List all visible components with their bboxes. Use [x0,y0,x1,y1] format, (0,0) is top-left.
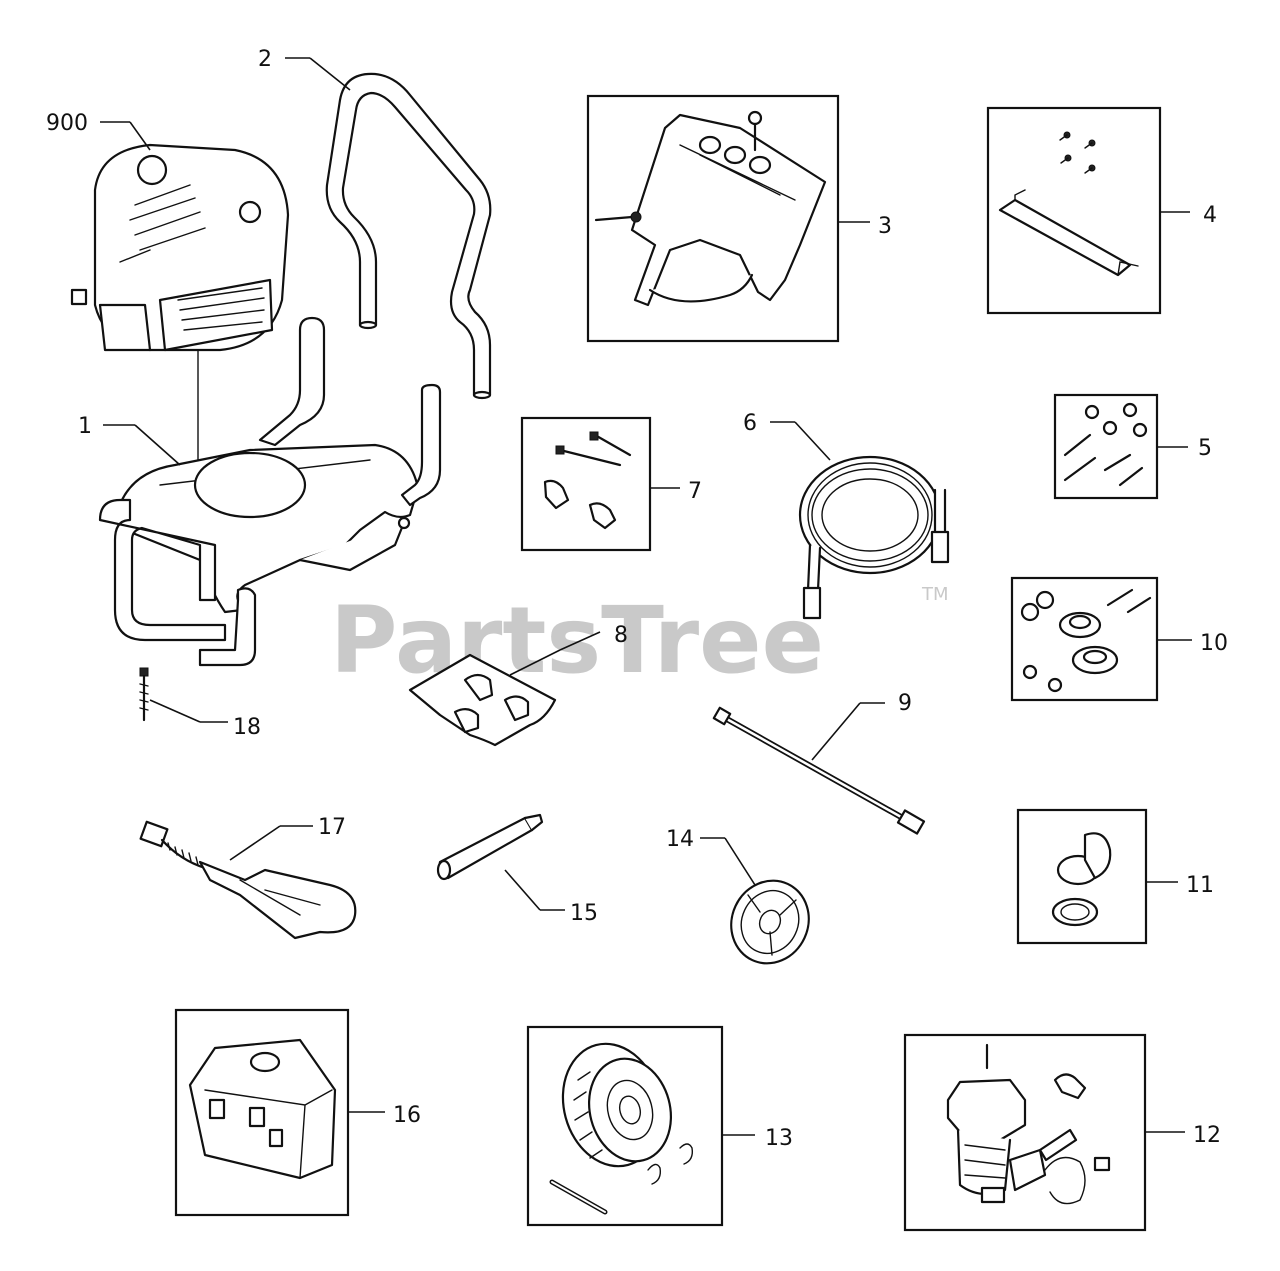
callout-16[interactable]: 16 [393,1103,421,1128]
part-11-cap[interactable] [1051,832,1112,927]
leader-17b [229,825,281,861]
leader-1b [134,424,181,466]
box-10 [1010,576,1159,702]
callout-4[interactable]: 4 [1203,203,1217,228]
part-9-wand[interactable] [712,706,926,835]
leader-14b [724,837,756,886]
leader-900b [129,121,151,151]
part-14-hubcap[interactable] [718,868,822,976]
watermark-tm: TM [921,584,949,605]
leader-9b [811,702,861,761]
part-4-hook[interactable] [998,131,1139,277]
part-13-wheel[interactable] [549,1033,694,1215]
callout-8[interactable]: 8 [614,623,628,648]
part-15-extension[interactable] [436,813,544,881]
box-5 [1053,393,1159,500]
part-10-bearings[interactable] [1020,588,1152,693]
leader-15 [504,869,541,911]
callout-12[interactable]: 12 [1193,1123,1221,1148]
callout-18[interactable]: 18 [233,715,261,740]
leader-18 [149,699,201,723]
watermark-text: PartsTree [330,587,824,694]
callout-9[interactable]: 9 [898,691,912,716]
callout-17[interactable]: 17 [318,815,346,840]
part-1-frame[interactable] [98,316,442,667]
callout-5[interactable]: 5 [1198,436,1212,461]
callout-1[interactable]: 1 [78,414,92,439]
callout-900[interactable]: 900 [46,111,88,136]
callout-6[interactable]: 6 [743,411,757,436]
part-12-pump[interactable] [946,1043,1111,1205]
leader-8 [559,631,601,651]
callout-2[interactable]: 2 [258,47,272,72]
callout-10[interactable]: 10 [1200,631,1228,656]
part-18-screw[interactable] [139,667,149,722]
callout-7[interactable]: 7 [688,479,702,504]
box-12 [903,1033,1147,1232]
callout-14[interactable]: 14 [666,827,694,852]
box-4 [986,106,1162,315]
part-17-gun[interactable] [139,820,357,940]
part-3-bracket[interactable] [594,110,827,307]
leader-2b [309,57,351,91]
callout-15[interactable]: 15 [570,901,598,926]
part-6-hose[interactable] [798,455,950,620]
part-2-handle[interactable] [325,72,492,400]
callout-11[interactable]: 11 [1186,873,1214,898]
part-8-nozzle-bag[interactable] [408,653,557,747]
part-7-hardware[interactable] [543,431,632,530]
leader-8b [509,649,561,676]
leader-6b [794,421,831,461]
box-7 [520,416,652,552]
part-5-hardware[interactable] [1063,402,1148,487]
callout-3[interactable]: 3 [878,214,892,239]
box-3 [586,94,840,343]
part-900-engine[interactable] [70,143,290,481]
part-16-tank[interactable] [188,1038,337,1180]
watermark: PartsTree TM [330,584,949,694]
box-11 [1016,808,1148,945]
callout-13[interactable]: 13 [765,1126,793,1151]
box-13 [526,1025,724,1227]
